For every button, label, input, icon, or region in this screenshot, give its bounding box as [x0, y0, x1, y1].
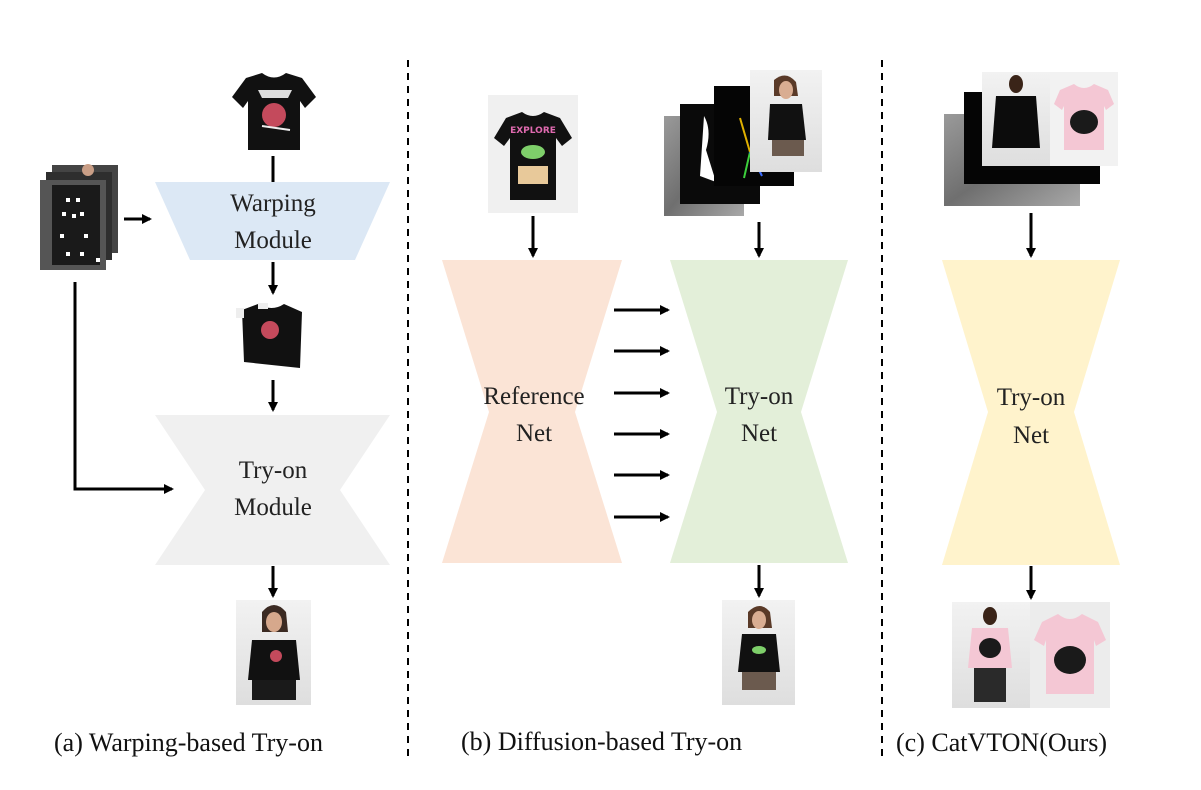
- pose-input-stack: [40, 164, 118, 270]
- tryon-net-c-label-1: Try-on: [997, 384, 1066, 411]
- tryon-net-c-label-2: Net: [1013, 422, 1049, 449]
- reference-net: [442, 260, 622, 563]
- caption-c: (c) CatVTON(Ours): [896, 728, 1107, 757]
- panel-c: Try-on Net (c) CatVTON(Ours): [896, 72, 1120, 757]
- tryon-net-b-label-1: Try-on: [725, 383, 794, 410]
- garment-print-label: EXPLORE: [510, 126, 556, 136]
- panel-a: Warping Module Try-on Module (a) W: [40, 73, 390, 757]
- caption-a: (a) Warping-based Try-on: [54, 728, 323, 757]
- reference-net-label-1: Reference: [483, 383, 584, 410]
- tryon-module-a: [155, 415, 390, 565]
- output-person-b: [722, 600, 795, 705]
- caption-b: (b) Diffusion-based Try-on: [461, 727, 742, 756]
- tryon-net-b-label-2: Net: [741, 420, 777, 447]
- tryon-module-a-label-1: Try-on: [239, 457, 308, 484]
- arrow-stack-to-tryon: [73, 282, 174, 494]
- reference-to-tryon-arrows: [614, 305, 670, 522]
- warping-module-label-1: Warping: [230, 190, 316, 217]
- warping-module: [155, 182, 390, 260]
- reference-net-label-2: Net: [516, 420, 552, 447]
- garment-image-a: [232, 73, 316, 150]
- reference-garment-image: EXPLORE: [488, 95, 578, 213]
- output-person-a: [236, 600, 311, 705]
- concat-input-stack: [944, 72, 1118, 206]
- tryon-input-stack-b: [664, 70, 822, 216]
- warped-garment-image: [236, 303, 302, 368]
- warping-module-label-2: Module: [234, 227, 312, 254]
- output-pair-c: [952, 602, 1110, 708]
- tryon-module-a-label-2: Module: [234, 494, 312, 521]
- tryon-net-b: [670, 260, 848, 563]
- panel-b: EXPLORE Reference Net Try-on Net: [442, 70, 848, 756]
- person-head-icon: [82, 164, 94, 176]
- tryon-net-c: [942, 260, 1120, 565]
